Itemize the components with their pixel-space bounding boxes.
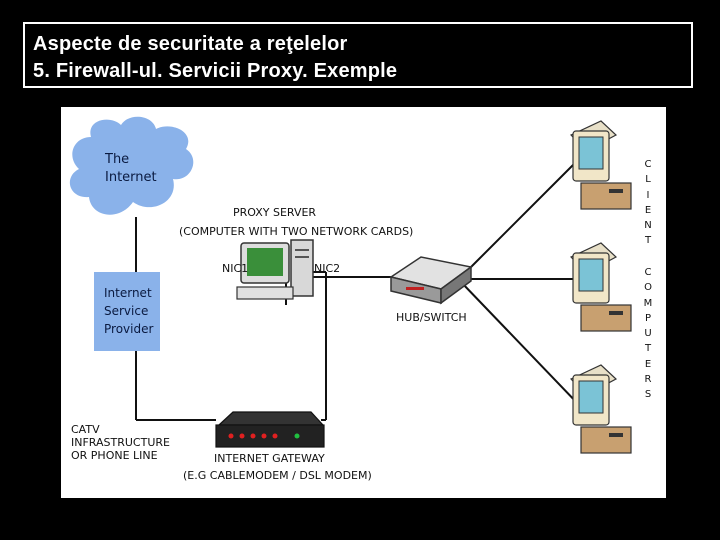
proxy-label-line-2: (COMPUTER WITH TWO NETWORK CARDS) [179,225,414,238]
hub-switch-label: HUB/SWITCH [396,311,467,324]
network-diagram: The Internet Internet Service Provider C… [61,107,666,498]
client-computer-icon-2 [569,242,632,332]
hub-client3-line [460,281,582,408]
vertical-letter: U [644,328,652,340]
vertical-word-computers: C O M P U T E R S [641,265,655,403]
isp-label-line-1: Internet [104,286,152,300]
isp-label-line-2: Service [104,304,149,318]
vertical-letter: O [644,282,652,294]
nic1-label: NIC1 [222,262,249,275]
vertical-letter: E [644,358,652,370]
slide-title-line-2: 5. Firewall-ul. Servicii Proxy. Exemple [33,60,398,82]
vertical-letter: E [644,204,652,216]
vertical-letter: T [644,235,652,247]
vertical-word-client: C L I E N T [641,157,655,249]
hub-switch-icon [389,256,473,305]
vertical-letter: P [644,312,652,324]
cloud-label-line-2: Internet [105,170,157,185]
catv-label-line-3: OR PHONE LINE [71,449,158,462]
nic2-label: NIC2 [314,262,341,275]
vertical-letter: T [644,343,652,355]
vertical-letter: S [644,389,652,401]
connection-lines [135,156,582,421]
catv-label-line-1: CATV [71,423,100,436]
cloud-label: The Internet [105,151,157,187]
internet-cloud-icon [69,116,194,215]
slide-title-line-1: Aspecte de securitate a reţelelor [33,33,348,55]
hub-client1-line [460,156,582,278]
isp-label-line-3: Provider [104,322,154,336]
catv-label: CATV INFRASTRUCTURE OR PHONE LINE [71,423,170,462]
vertical-letter: R [644,374,652,386]
vertical-letter: I [646,189,650,201]
cloud-label-line-1: The [105,152,130,167]
vertical-letter: L [645,174,651,186]
catv-label-line-2: INFRASTRUCTURE [71,436,170,449]
proxy-server-icon [236,239,314,300]
slide-title-box: Aspecte de securitate a reţelelor 5. Fir… [23,22,693,88]
vertical-letter: M [643,297,653,309]
client-computer-icon-3 [569,364,632,454]
gateway-label-line-2: (E.G CABLEMODEM / DSL MODEM) [183,469,372,482]
client-computer-icon-1 [569,120,632,210]
vertical-letter: C [644,159,652,170]
vertical-letter: C [644,267,652,278]
proxy-label-line-1: PROXY SERVER [233,206,317,219]
vertical-letter: N [644,220,652,232]
gateway-label-line-1: INTERNET GATEWAY [214,452,325,465]
diagram-graphics [69,116,632,454]
isp-box: Internet Service Provider [94,272,160,351]
internet-gateway-icon [215,411,325,448]
